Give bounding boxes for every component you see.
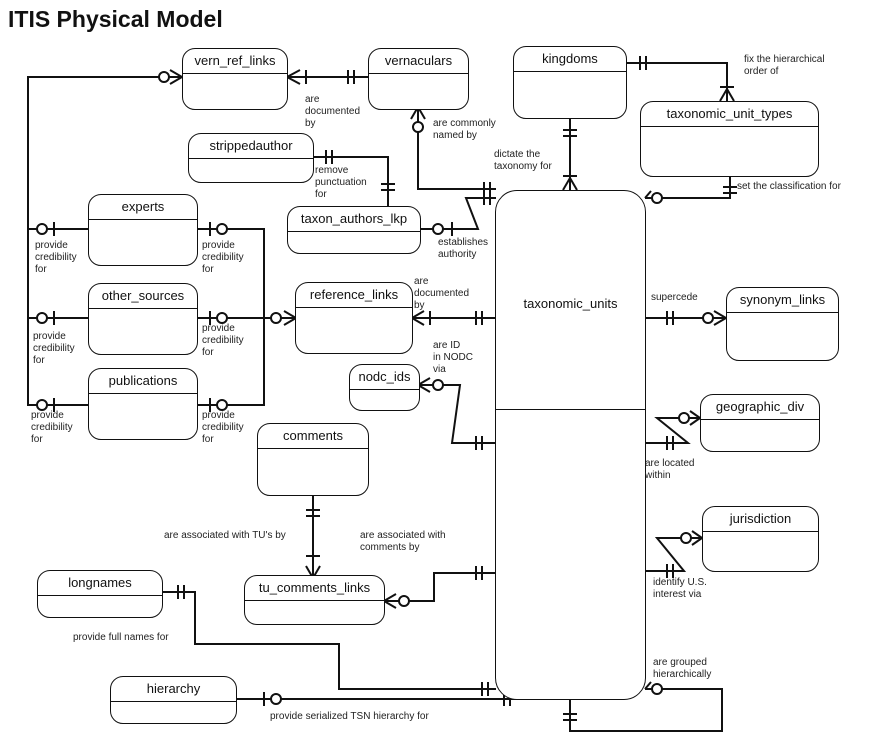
label-provide-serialized-tsn: provide serialized TSN hierarchy for [270, 711, 429, 722]
entity-name: vern_ref_links [183, 49, 287, 74]
entity-longnames[interactable]: longnames [37, 570, 163, 618]
label-are-id-in-nodc: are ID in NODC via [433, 340, 474, 375]
entity-synonym-links[interactable]: synonym_links [726, 287, 839, 361]
entity-name: longnames [38, 571, 162, 596]
label-publications-right: provide credibility for [202, 410, 244, 445]
entity-name: strippedauthor [189, 134, 313, 159]
entity-geographic-div[interactable]: geographic_div [700, 394, 820, 452]
entity-name: taxon_authors_lkp [288, 207, 420, 232]
entity-experts[interactable]: experts [88, 194, 198, 266]
label-identify-us-interest: identify U.S. interest via [653, 577, 707, 600]
label-establishes-authority: establishes authority [438, 237, 489, 260]
entity-taxon-authors-lkp[interactable]: taxon_authors_lkp [287, 206, 421, 254]
label-dictate-taxonomy: dictate the taxonomy for [494, 149, 552, 172]
label-supercede: supercede [651, 292, 698, 303]
label-experts-right: provide credibility for [202, 240, 244, 275]
entity-name: hierarchy [111, 677, 236, 702]
entity-name: nodc_ids [350, 365, 419, 390]
entity-vern-ref-links[interactable]: vern_ref_links [182, 48, 288, 110]
label-are-located-within: are located within [645, 458, 695, 481]
label-publications-left: provide credibility for [31, 410, 73, 445]
entity-publications[interactable]: publications [88, 368, 198, 440]
entity-name: kingdoms [514, 47, 626, 72]
entity-comments[interactable]: comments [257, 423, 369, 496]
label-other-sources-left: provide credibility for [33, 331, 75, 366]
label-are-documented-by-1: are documented by [305, 94, 361, 129]
entity-name: tu_comments_links [245, 576, 384, 601]
entity-jurisdiction[interactable]: jurisdiction [702, 506, 819, 572]
diagram-title: ITIS Physical Model [8, 6, 223, 32]
entity-name: comments [258, 424, 368, 449]
entity-vernaculars[interactable]: vernaculars [368, 48, 469, 110]
entity-tu-comments-links[interactable]: tu_comments_links [244, 575, 385, 625]
entity-hierarchy[interactable]: hierarchy [110, 676, 237, 724]
entity-other-sources[interactable]: other_sources [88, 283, 198, 355]
label-experts-left: provide credibility for [35, 240, 77, 275]
label-assoc-tus-by: are associated with TU's by [164, 530, 286, 541]
label-set-classification: set the classification for [737, 181, 841, 192]
entity-taxonomic-units[interactable]: taxonomic_units [495, 190, 646, 700]
entity-name: geographic_div [701, 395, 819, 420]
label-assoc-comments-by: are associated with comments by [360, 530, 446, 553]
label-are-commonly-named-by: are commonly named by [433, 118, 496, 141]
entity-name: vernaculars [369, 49, 468, 74]
entity-divider [496, 409, 645, 410]
label-other-sources-right: provide credibility for [202, 323, 244, 358]
entity-name: other_sources [89, 284, 197, 309]
label-provide-full-names: provide full names for [73, 632, 169, 643]
entity-name: synonym_links [727, 288, 838, 313]
entity-kingdoms[interactable]: kingdoms [513, 46, 627, 119]
label-remove-punctuation: remove punctuation for [315, 165, 367, 200]
entity-reference-links[interactable]: reference_links [295, 282, 413, 354]
entity-name: reference_links [296, 283, 412, 308]
entity-strippedauthor[interactable]: strippedauthor [188, 133, 314, 183]
label-fix-hierarchical-order: fix the hierarchical order of [744, 54, 825, 77]
label-are-documented-by-2: are documented by [414, 276, 470, 311]
entity-name: taxonomic_units [523, 296, 618, 311]
label-are-grouped-hierarchically: are grouped hierarchically [653, 657, 712, 680]
entity-name: jurisdiction [703, 507, 818, 532]
entity-name: publications [89, 369, 197, 394]
entity-taxonomic-unit-types[interactable]: taxonomic_unit_types [640, 101, 819, 177]
entity-name: experts [89, 195, 197, 220]
entity-nodc-ids[interactable]: nodc_ids [349, 364, 420, 411]
entity-name: taxonomic_unit_types [641, 102, 818, 127]
